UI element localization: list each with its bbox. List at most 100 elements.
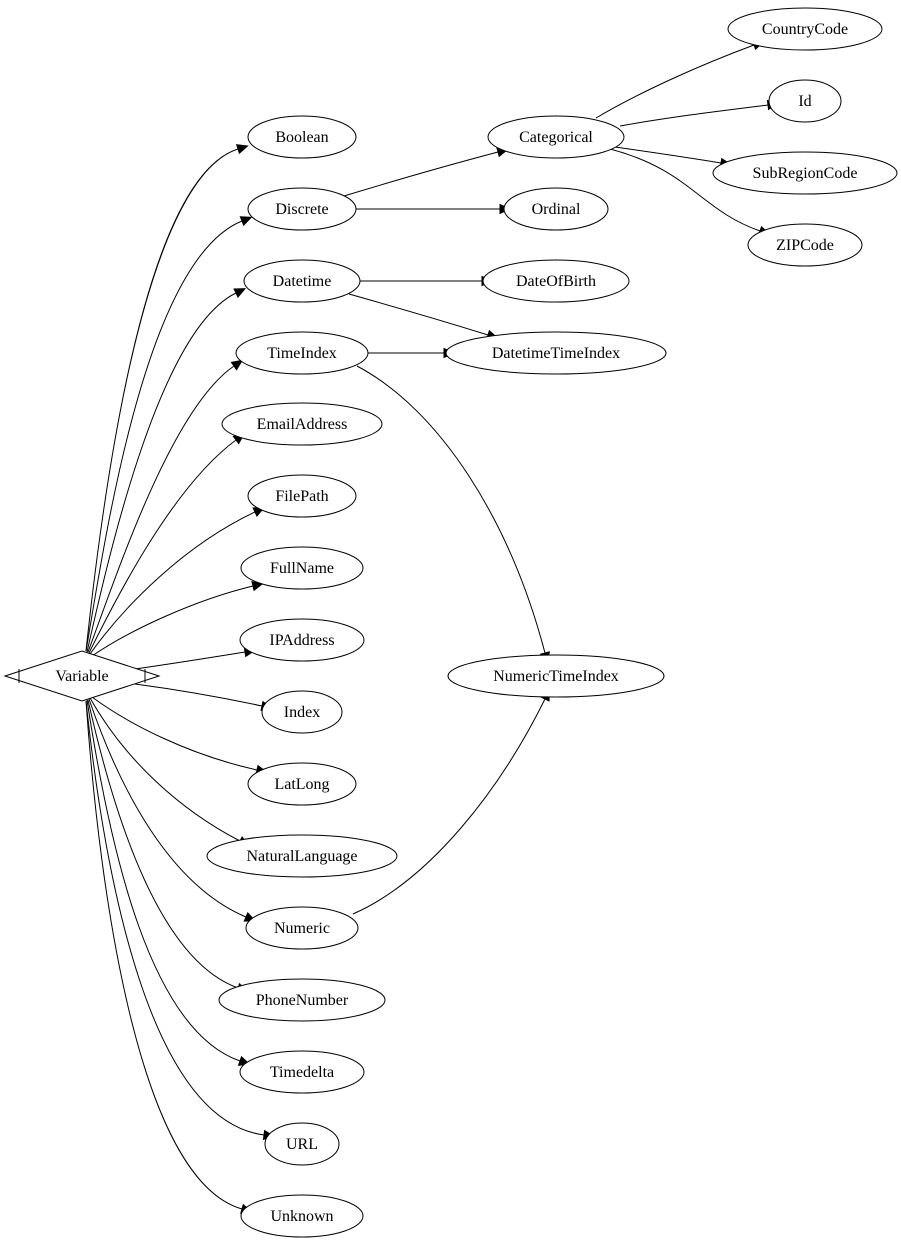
node-ellipse (240, 546, 364, 590)
node-Unknown[interactable]: Unknown (240, 1194, 364, 1238)
node-DateOfBirth[interactable]: DateOfBirth (482, 259, 630, 303)
edge-line (352, 698, 546, 915)
node-FullName[interactable]: FullName (240, 546, 364, 590)
node-label: Index (284, 704, 320, 721)
edge-line (134, 683, 263, 707)
edge-line (91, 696, 258, 771)
edge-Discrete-to-Ordinal (356, 203, 512, 215)
node-ellipse (727, 7, 883, 51)
edge-Datetime-to-DateOfBirth (360, 275, 494, 287)
node-label: CountryCode (762, 21, 848, 38)
edge-line (614, 146, 722, 164)
arrowhead (230, 359, 244, 371)
node-Timedelta[interactable]: Timedelta (239, 1050, 365, 1094)
node-label: Boolean (275, 129, 328, 146)
node-label: FilePath (275, 488, 328, 505)
node-ellipse (712, 151, 898, 195)
node-Index[interactable]: Index (261, 690, 343, 734)
node-ellipse (768, 79, 842, 123)
node-label: Categorical (519, 129, 593, 146)
node-ellipse (447, 654, 665, 698)
edge-Variable-to-Timedelta (86, 699, 251, 1066)
node-TimeIndex[interactable]: TimeIndex (235, 331, 369, 375)
edge-Variable-to-NaturalLanguage (89, 697, 250, 847)
edge-line (87, 699, 239, 989)
node-ellipse (235, 331, 369, 375)
node-NaturalLanguage[interactable]: NaturalLanguage (206, 834, 398, 878)
node-EmailAddress[interactable]: EmailAddress (221, 402, 383, 446)
node-ellipse (243, 259, 361, 303)
node-label: DatetimeTimeIndex (492, 345, 620, 362)
node-Id[interactable]: Id (768, 79, 842, 123)
node-Numeric[interactable]: Numeric (245, 906, 359, 950)
node-ellipse (239, 1050, 365, 1094)
node-IPAddress[interactable]: IPAddress (239, 618, 365, 662)
edge-Datetime-to-DatetimeTimeIndex (348, 293, 499, 340)
node-Variable[interactable]: Variable (3, 650, 161, 702)
node-ellipse (245, 906, 359, 950)
node-label: Unknown (270, 1208, 333, 1225)
node-label: FullName (270, 560, 334, 577)
node-Discrete[interactable]: Discrete (247, 187, 357, 231)
node-ellipse (247, 762, 357, 806)
node-diamond (3, 650, 161, 702)
edge-TimeIndex-to-NumericTimeIndex (356, 365, 550, 664)
node-ellipse (247, 474, 357, 518)
node-Ordinal[interactable]: Ordinal (503, 187, 609, 231)
edge-line (595, 44, 755, 119)
edge-line (87, 365, 235, 653)
edge-Variable-to-EmailAddress (88, 433, 246, 654)
edge-Variable-to-IPAddress (134, 646, 257, 670)
node-label: Ordinal (532, 201, 581, 218)
node-ellipse (206, 834, 398, 878)
node-ellipse (261, 690, 343, 734)
node-SubRegionCode[interactable]: SubRegionCode (712, 151, 898, 195)
node-ellipse (264, 1122, 340, 1166)
node-NumericTimeIndex[interactable]: NumericTimeIndex (447, 654, 665, 698)
edge-Variable-to-Numeric (88, 698, 257, 922)
edge-line (89, 697, 241, 842)
node-ellipse (747, 223, 863, 267)
node-ZIPCode[interactable]: ZIPCode (747, 223, 863, 267)
node-ellipse (240, 1194, 364, 1238)
edge-line (134, 651, 246, 670)
node-label: Numeric (274, 920, 330, 937)
edge-Variable-to-LatLong (91, 696, 268, 776)
node-ellipse (239, 618, 365, 662)
node-label: Discrete (275, 201, 328, 218)
edge-line (85, 220, 243, 652)
node-URL[interactable]: URL (264, 1122, 340, 1166)
node-LatLong[interactable]: LatLong (247, 762, 357, 806)
node-ellipse (221, 402, 383, 446)
edge-Variable-to-Discrete (85, 216, 253, 652)
node-label: DateOfBirth (516, 273, 596, 290)
node-label: IPAddress (269, 632, 334, 649)
node-CountryCode[interactable]: CountryCode (727, 7, 883, 51)
edge-line (86, 292, 237, 653)
edge-line (356, 365, 546, 654)
node-Datetime[interactable]: Datetime (243, 259, 361, 303)
edge-Categorical-to-CountryCode (595, 40, 765, 119)
edge-line (88, 698, 247, 918)
edge-line (89, 511, 256, 655)
node-DatetimeTimeIndex[interactable]: DatetimeTimeIndex (445, 331, 667, 375)
edge-line (85, 700, 265, 1136)
arrowhead (235, 144, 249, 155)
node-label: PhoneNumber (256, 992, 349, 1009)
node-FilePath[interactable]: FilePath (247, 474, 357, 518)
node-PhoneNumber[interactable]: PhoneNumber (218, 978, 386, 1022)
arrowhead (239, 216, 253, 227)
node-Categorical[interactable]: Categorical (487, 115, 625, 159)
edge-Categorical-to-Id (619, 99, 780, 127)
edge-Variable-to-FilePath (89, 507, 266, 655)
edge-Variable-to-Index (134, 683, 273, 712)
node-ellipse (487, 115, 625, 159)
node-Boolean[interactable]: Boolean (247, 115, 357, 159)
edge-line (88, 439, 237, 654)
node-label: URL (286, 1136, 318, 1153)
node-label: NaturalLanguage (246, 848, 357, 865)
node-ellipse (218, 978, 386, 1022)
edge-Numeric-to-NumericTimeIndex (352, 688, 550, 915)
edge-Categorical-to-SubRegionCode (614, 146, 733, 169)
